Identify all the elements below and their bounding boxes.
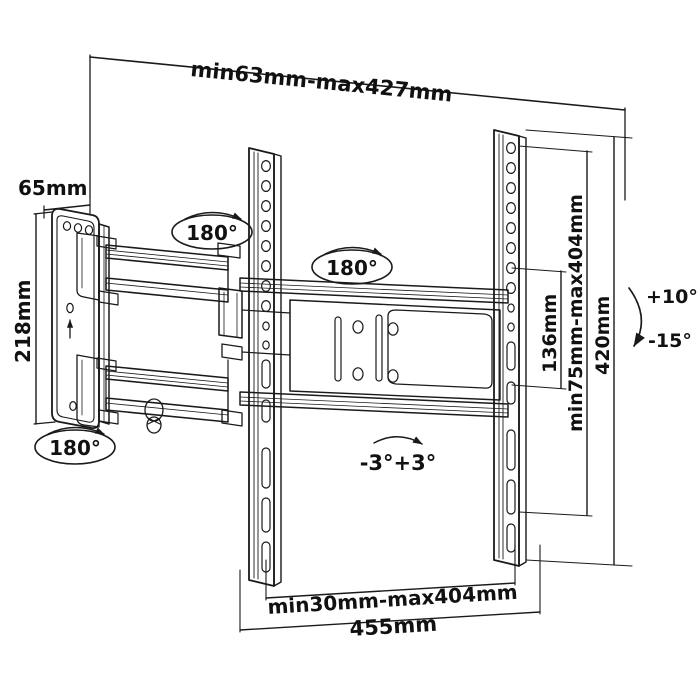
label-overall-width: 455mm — [349, 612, 438, 641]
right-vertical-rail — [493, 129, 527, 567]
label-swivel-arm-joint: 180° — [326, 256, 378, 280]
wall-plate-joints — [76, 232, 119, 428]
wall-plate — [51, 207, 110, 430]
left-vertical-rail — [248, 147, 282, 587]
dimension-wall-plate-depth — [43, 197, 91, 219]
label-wall-plate-height: 218mm — [11, 280, 35, 363]
label-tilt-up: +10° — [646, 286, 698, 308]
dimension-vesa-hole-spacing — [511, 267, 567, 390]
callout-swivel-wall-joint — [34, 426, 116, 465]
label-swivel-mid-joint: 180° — [186, 221, 238, 245]
label-screen-rotation: -3°+3° — [360, 451, 437, 475]
label-top-extension: min63mm-max427mm — [190, 57, 454, 107]
label-wall-plate-depth: 65mm — [18, 176, 88, 200]
callout-swivel-mid-joint — [171, 211, 253, 250]
label-overall-height: 420mm — [592, 296, 614, 375]
label-vesa-hole-spacing: 136mm — [539, 294, 561, 373]
label-swivel-wall-joint: 180° — [49, 436, 101, 460]
dimension-top-extension — [89, 54, 626, 201]
dimension-wall-plate-height — [33, 211, 56, 425]
callout-swivel-arm-joint — [311, 246, 393, 285]
upper-articulating-arm — [105, 244, 229, 303]
label-vesa-horizontal-range: min30mm-max404mm — [267, 580, 518, 619]
dimension-overall-height — [525, 129, 633, 567]
center-mounting-plate — [239, 277, 509, 418]
cable-hook-loop — [144, 398, 164, 434]
dimension-vesa-horizontal-range — [265, 544, 516, 601]
label-tilt-down: -15° — [648, 330, 692, 352]
mid-joint-hinge-block — [217, 242, 243, 427]
callout-screen-rotation — [373, 436, 423, 445]
lower-articulating-arm — [105, 365, 229, 423]
dimension-overall-width — [239, 544, 541, 633]
label-vesa-vertical-range: min75mm-max404mm — [565, 194, 587, 432]
dimension-vesa-vertical-range — [518, 145, 593, 517]
callout-screen-tilt — [628, 287, 645, 347]
